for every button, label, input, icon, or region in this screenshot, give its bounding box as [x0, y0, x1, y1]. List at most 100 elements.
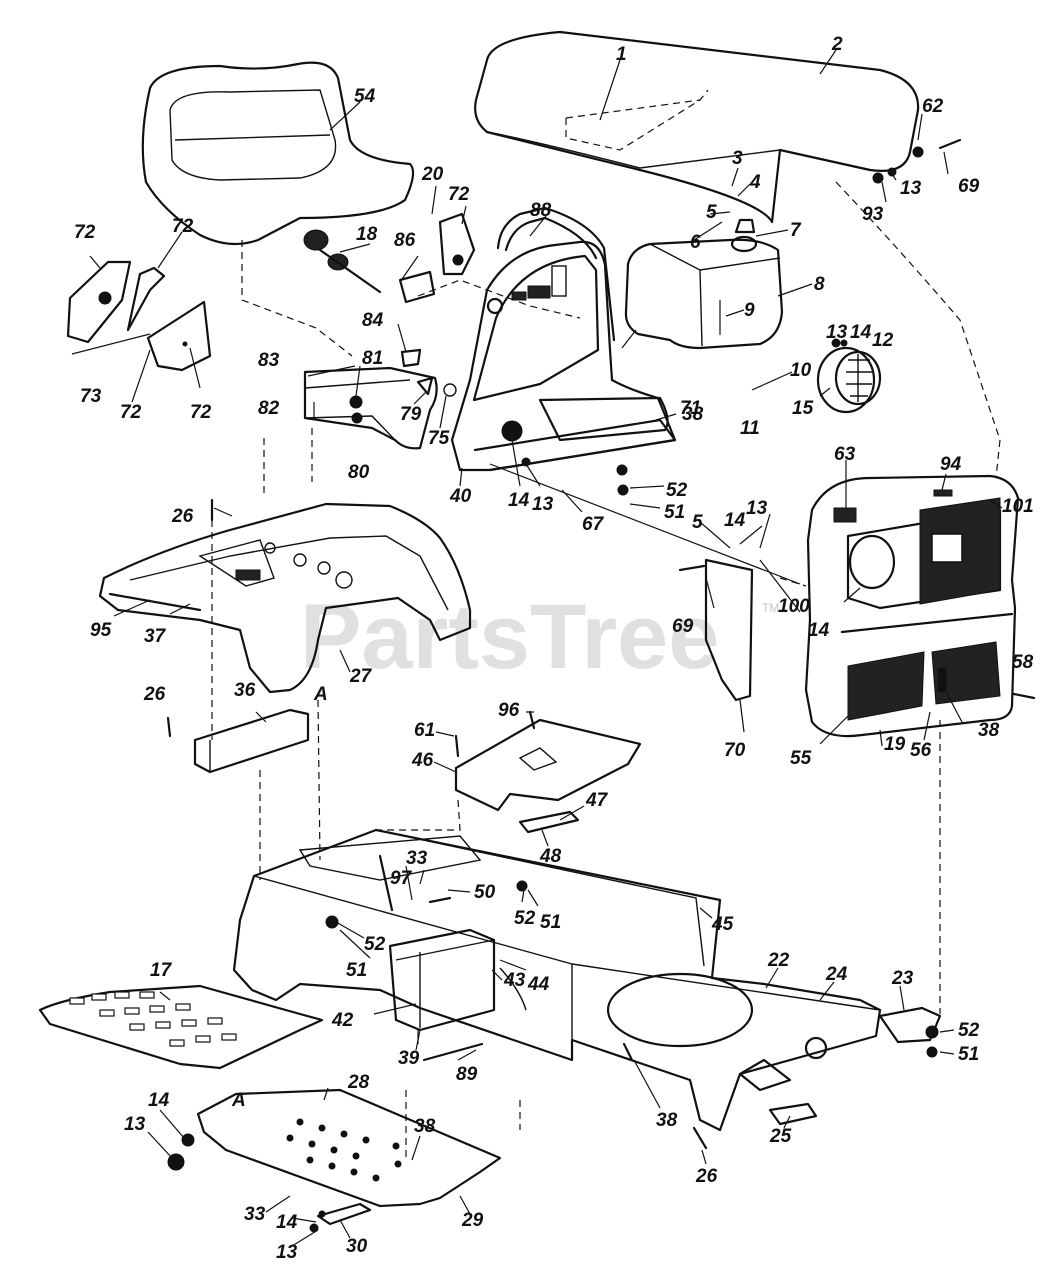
step-plate[interactable]: [196, 1088, 502, 1226]
callout-15: 15: [792, 398, 814, 419]
callout-4: 4: [749, 172, 761, 193]
fuel-tank[interactable]: [624, 218, 784, 350]
callout-82: 82: [258, 398, 280, 419]
seat[interactable]: [141, 61, 415, 246]
battery[interactable]: [388, 928, 496, 1051]
callout-81: 81: [362, 348, 383, 369]
front-grille[interactable]: [804, 474, 1020, 738]
callout-71: 71: [680, 398, 701, 419]
callout-84: 84: [362, 310, 384, 331]
callout-93: 93: [862, 204, 884, 225]
callout-83: 83: [258, 350, 280, 371]
headlight[interactable]: [816, 338, 882, 414]
callout-48: 48: [539, 846, 562, 867]
callout-72-left-b: 72: [172, 216, 194, 237]
callout-25: 25: [769, 1126, 792, 1147]
hood[interactable]: [474, 30, 920, 224]
battery-rod[interactable]: [422, 1042, 484, 1062]
callout-28: 28: [347, 1072, 370, 1093]
callout-51-left: 51: [346, 960, 367, 981]
callout-38-step: 38: [414, 1116, 436, 1137]
callout-44: 44: [527, 974, 550, 995]
callout-14-grille: 14: [808, 620, 830, 641]
callout-11: 11: [740, 418, 760, 439]
callout-38-frame: 38: [656, 1110, 678, 1131]
callout-3: 3: [732, 148, 743, 169]
callout-54: 54: [354, 86, 376, 107]
callout-8: 8: [814, 274, 825, 295]
callout-14-headlight: 14: [850, 322, 872, 343]
callout-52-frame: 52: [514, 908, 536, 929]
callout-70: 70: [724, 740, 746, 761]
callout-22: 22: [767, 950, 790, 971]
callout-50: 50: [474, 882, 496, 903]
main-frame[interactable]: [232, 828, 882, 1132]
callout-97: 97: [390, 868, 413, 889]
callout-27: 27: [349, 666, 373, 687]
rear-bracket[interactable]: [193, 708, 310, 774]
callout-33-frame: 33: [406, 848, 428, 869]
callout-37: 37: [144, 626, 167, 647]
callout-30: 30: [346, 1236, 368, 1257]
callout-20: 20: [421, 164, 444, 185]
callout-75: 75: [428, 428, 450, 449]
callout-5: 5: [706, 202, 717, 223]
callout-29: 29: [461, 1210, 484, 1231]
callout-52-left: 52: [364, 934, 386, 955]
dash-panel[interactable]: [450, 206, 801, 585]
callout-51-hitch: 51: [958, 1044, 979, 1065]
assembly-guide-lines: [211, 181, 1001, 1160]
callout-67: 67: [582, 514, 605, 535]
callout-88: 88: [530, 200, 552, 221]
callout-72-bottom-a: 72: [120, 402, 142, 423]
foot-plate[interactable]: [38, 984, 324, 1070]
callout-72-control: 72: [448, 184, 470, 205]
callout-12: 12: [872, 330, 894, 351]
callout-72-bottom-b: 72: [190, 402, 212, 423]
callout-101: 101: [1002, 496, 1034, 517]
callout-89: 89: [456, 1064, 478, 1085]
callout-42: 42: [331, 1010, 354, 1031]
callout-61: 61: [414, 720, 435, 741]
callout-58: 58: [1012, 652, 1034, 673]
callout-14-panel: 14: [508, 490, 530, 511]
callout-38-panel: 38: [682, 404, 704, 425]
callout-5-bracket: 5: [692, 512, 703, 533]
callout-24: 24: [825, 964, 848, 985]
callout-47: 47: [585, 790, 609, 811]
callout-80: 80: [348, 462, 370, 483]
callout-86: 86: [394, 230, 416, 251]
callout-100: 100: [778, 596, 810, 617]
callout-45: 45: [711, 914, 734, 935]
callout-63: 63: [834, 444, 856, 465]
callout-A-fender: A: [313, 684, 328, 705]
rear-fender[interactable]: [98, 502, 472, 694]
cover-plate[interactable]: [454, 718, 642, 834]
callout-69-hood: 69: [958, 176, 980, 197]
callout-43: 43: [503, 970, 526, 991]
callout-14-left: 14: [148, 1090, 170, 1111]
callout-38-grille: 38: [978, 720, 1000, 741]
callout-1: 1: [616, 44, 627, 65]
watermark-trademark: TM: [762, 601, 779, 615]
callout-51-frame: 51: [540, 912, 561, 933]
side-bracket[interactable]: [704, 558, 754, 702]
callout-A-step: A: [231, 1090, 246, 1111]
callout-26-frame: 26: [695, 1166, 718, 1187]
callout-10: 10: [790, 360, 812, 381]
callout-72-left-a: 72: [74, 222, 96, 243]
callout-13-panel: 13: [532, 494, 554, 515]
callout-55: 55: [790, 748, 812, 769]
rear-hitch-bracket[interactable]: [768, 1006, 942, 1126]
callout-56: 56: [910, 740, 932, 761]
leader-lines: [89, 49, 1003, 1247]
callout-17: 17: [150, 960, 173, 981]
seat-adjust-levers[interactable]: [66, 260, 212, 372]
callout-39: 39: [398, 1048, 420, 1069]
callout-14-bracket: 14: [724, 510, 746, 531]
callout-13-headlight: 13: [826, 322, 848, 343]
callout-51-panel: 51: [664, 502, 685, 523]
callout-73: 73: [80, 386, 102, 407]
callout-40: 40: [449, 486, 472, 507]
throttle-controls[interactable]: [303, 212, 476, 397]
